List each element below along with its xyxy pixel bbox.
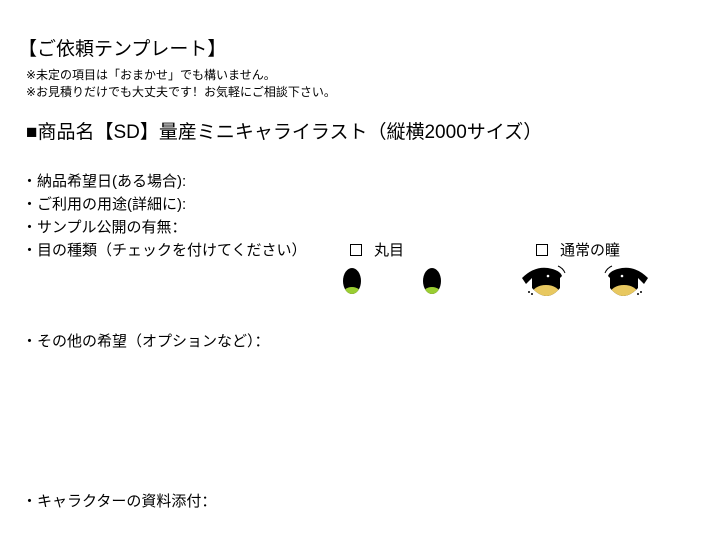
field-usage: ・ご利用の用途(詳細に): — [22, 196, 187, 213]
product-heading: ■商品名【SD】量産ミニキャライラスト（縦横2000サイズ） — [26, 122, 543, 143]
checkbox[interactable] — [350, 243, 362, 256]
field-delivery-date: ・納品希望日(ある場合): — [22, 173, 187, 190]
note-2: ※お見積りだけでも大丈夫です！お気軽にご相談下さい。 — [26, 85, 336, 99]
round-eye-icon — [343, 268, 361, 294]
eye-option-normal[interactable]: 通常の瞳 — [536, 239, 620, 260]
normal-eye-icon — [604, 265, 648, 296]
eye-option-round[interactable]: 丸目 — [350, 239, 404, 260]
field-sample-publish: ・サンプル公開の有無： — [22, 219, 187, 236]
note-1: ※未定の項目は「おまかせ」でも構いません。 — [26, 68, 276, 82]
page-title: 【ご依頼テンプレート】 — [18, 39, 227, 60]
checkbox[interactable] — [536, 243, 548, 256]
eye-option-label: 通常の瞳 — [560, 242, 621, 259]
field-eye-type: ・目の種類（チェックを付けてください） — [22, 242, 307, 259]
round-eye-icon — [423, 268, 441, 294]
eye-option-label: 丸目 — [374, 242, 405, 259]
field-character-reference: ・キャラクターの資料添付： — [22, 493, 217, 510]
field-other-requests: ・その他の希望（オプションなど）： — [22, 333, 270, 350]
normal-eye-icon — [522, 265, 566, 296]
